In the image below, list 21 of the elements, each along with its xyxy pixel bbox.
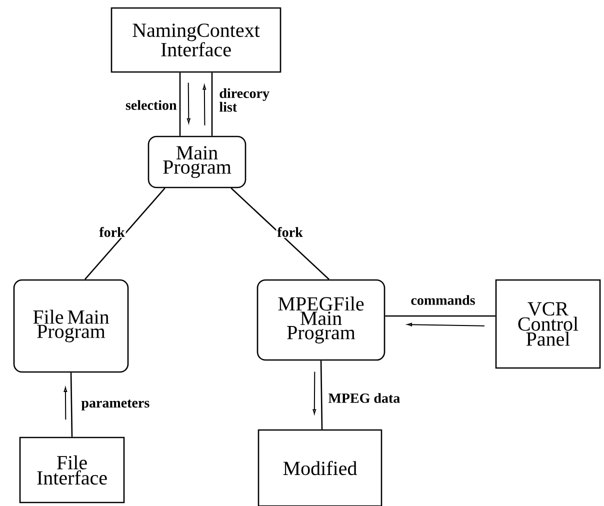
process-box: File Interface [19, 436, 125, 504]
connector-line [179, 72, 181, 136]
process-box: VCR Control Panel [495, 279, 601, 369]
edge-label: selection [124, 99, 178, 111]
process-box: Modified [258, 429, 382, 506]
edge-label: direcory list [218, 87, 280, 113]
edge-label: fork [276, 226, 304, 238]
connector-line [230, 188, 330, 280]
edge-label: commands [410, 294, 476, 306]
rounded-box: MPEGFile Main Program [256, 279, 386, 361]
edge-label: fork [98, 226, 126, 238]
rounded-box: Main Program [148, 136, 246, 188]
edge-label: parameters [80, 398, 151, 412]
connector-line [320, 360, 323, 430]
edge-label: MPEG data [327, 392, 402, 404]
process-box: NamingContext Interface [110, 7, 282, 73]
rounded-box: File Main Program [13, 279, 129, 373]
connector-line [84, 188, 166, 280]
connector-line [70, 372, 73, 437]
connector-line [385, 315, 496, 317]
connector-line [211, 72, 213, 136]
